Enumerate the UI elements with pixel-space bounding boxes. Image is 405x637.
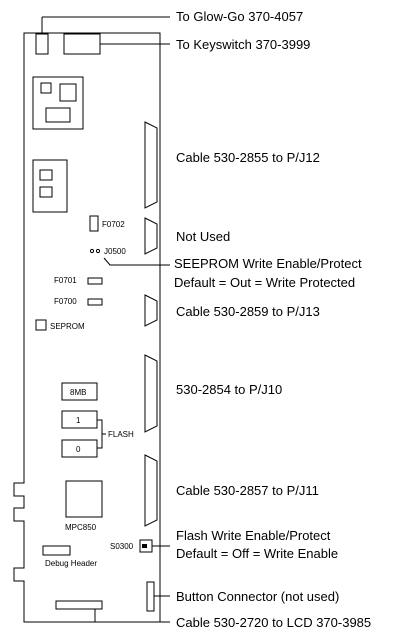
f0700-label: F0700 (54, 297, 77, 306)
callout-not-used: Not Used (176, 229, 230, 244)
connector-j10 (144, 354, 158, 433)
glow-go-connector (35, 33, 49, 55)
connector-j12 (144, 121, 158, 209)
mpc850-label: MPC850 (65, 523, 97, 532)
memory-8mb-label: 8MB (70, 388, 86, 397)
debug-header (42, 545, 71, 556)
callout-cable-lcd: Cable 530-2720 to LCD 370-3985 (176, 615, 371, 630)
debug-header-label: Debug Header (45, 559, 97, 568)
flash-chip-1-label: 1 (76, 416, 81, 425)
f0701-label: F0701 (54, 276, 77, 285)
board-outline (13, 32, 161, 623)
connector-not-used (144, 217, 158, 255)
f0701-component (87, 277, 103, 285)
callout-cable-j12: Cable 530-2855 to P/J12 (176, 150, 320, 165)
callout-cable-j11: Cable 530-2857 to P/J11 (176, 483, 319, 498)
connector-j11 (144, 454, 158, 527)
j0500-label: J0500 (104, 247, 126, 256)
callout-keyswitch: To Keyswitch 370-3999 (176, 37, 310, 52)
callout-flash-line2: Default = Off = Write Enable (176, 546, 338, 561)
flash-label: FLASH (108, 430, 134, 439)
f0702-component (89, 215, 99, 232)
callout-cable-j13: Cable 530-2859 to P/J13 (176, 304, 320, 319)
second-chip-block (32, 159, 68, 213)
keyswitch-connector (63, 33, 101, 55)
callout-flash-line1: Flash Write Enable/Protect (176, 528, 331, 543)
connector-j13 (144, 294, 158, 327)
callout-glow-go: To Glow-Go 370-4057 (176, 9, 303, 24)
upper-chip-block (32, 76, 84, 130)
f0700-component (87, 298, 103, 306)
button-connector (146, 581, 155, 612)
memory-8mb (61, 382, 98, 401)
seprom-chip (35, 319, 47, 331)
callout-seeprom-line1: SEEPROM Write Enable/Protect (174, 256, 362, 271)
s0300-label: S0300 (110, 542, 134, 551)
f0702-label: F0702 (102, 220, 125, 229)
callout-cable-j10: 530-2854 to P/J10 (176, 382, 282, 397)
lcd-connector (55, 600, 103, 610)
flash-chip-0-label: 0 (76, 445, 81, 454)
mpc850-chip (65, 480, 103, 518)
seprom-label: SEPROM (50, 322, 85, 331)
callout-seeprom-line2: Default = Out = Write Protected (174, 275, 355, 290)
callout-button-connector: Button Connector (not used) (176, 589, 339, 604)
